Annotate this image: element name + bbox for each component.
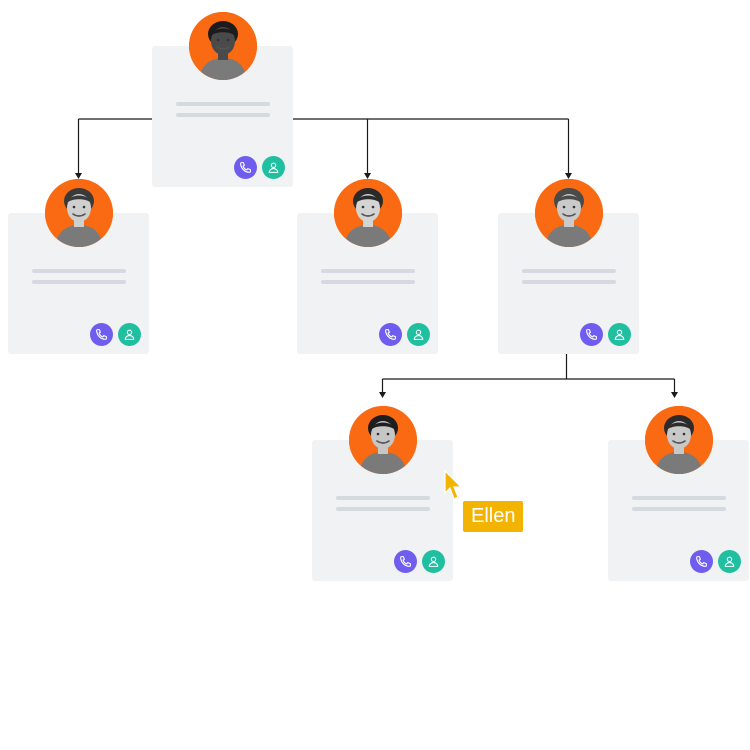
user-icon (723, 555, 736, 568)
phone-icon (585, 328, 598, 341)
call-button[interactable] (580, 323, 603, 346)
pointer-cursor-icon (444, 469, 463, 500)
cursor-user-label: Ellen (463, 501, 524, 532)
connector-arrowhead (75, 173, 82, 179)
connector-arrowhead (565, 173, 572, 179)
profile-button[interactable] (718, 550, 741, 573)
card-text-placeholder (32, 280, 126, 284)
card-text-placeholder (522, 280, 616, 284)
call-button[interactable] (394, 550, 417, 573)
user-icon (267, 161, 280, 174)
phone-icon (399, 555, 412, 568)
user-icon (123, 328, 136, 341)
avatar-child-left[interactable] (348, 406, 417, 474)
avatar-child-right[interactable] (644, 406, 713, 474)
card-text-placeholder (321, 280, 415, 284)
profile-button[interactable] (608, 323, 631, 346)
phone-icon (95, 328, 108, 341)
phone-icon (695, 555, 708, 568)
user-icon (613, 328, 626, 341)
profile-button[interactable] (118, 323, 141, 346)
connector-arrowhead (379, 392, 386, 398)
avatar-root[interactable] (188, 12, 257, 80)
avatar-left[interactable] (44, 179, 113, 247)
card-text-placeholder (632, 507, 726, 511)
call-button[interactable] (690, 550, 713, 573)
call-button[interactable] (90, 323, 113, 346)
card-text-placeholder (176, 113, 270, 117)
phone-icon (384, 328, 397, 341)
profile-button[interactable] (262, 156, 285, 179)
call-button[interactable] (234, 156, 257, 179)
person-card-right[interactable] (498, 213, 639, 354)
call-button[interactable] (379, 323, 402, 346)
phone-icon (239, 161, 252, 174)
card-text-placeholder (632, 496, 726, 500)
connector-arrowhead (671, 392, 678, 398)
avatar-middle[interactable] (333, 179, 402, 247)
card-text-placeholder (321, 269, 415, 273)
card-text-placeholder (176, 102, 270, 106)
profile-button[interactable] (407, 323, 430, 346)
profile-button[interactable] (422, 550, 445, 573)
avatar-right[interactable] (534, 179, 603, 247)
user-icon (412, 328, 425, 341)
user-icon (427, 555, 440, 568)
card-text-placeholder (336, 496, 430, 500)
card-text-placeholder (32, 269, 126, 273)
card-text-placeholder (336, 507, 430, 511)
card-text-placeholder (522, 269, 616, 273)
connector-arrowhead (364, 173, 371, 179)
